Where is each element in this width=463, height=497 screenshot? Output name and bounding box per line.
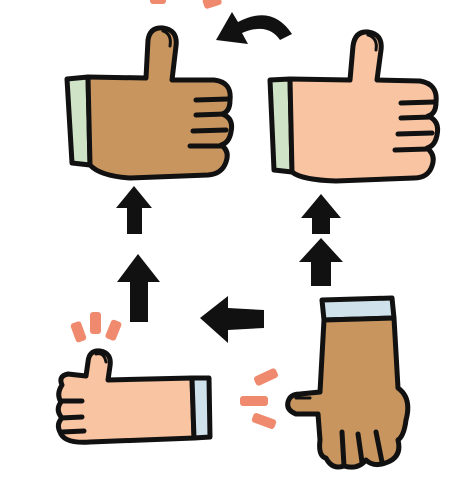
motion-dash-icon [70,312,122,343]
light-thumbs-up-hand [270,32,438,181]
arrow-up-icon [116,186,152,234]
hand-pointing-down-icon [288,298,408,467]
small-light-thumbs-up-hand [58,351,210,442]
arrow-up-icon [117,254,160,322]
dark-thumbs-up-hand [67,28,232,178]
arrow-left-icon [200,296,264,343]
dark-hand-pointing-down [288,298,408,467]
motion-dash-icon [240,367,279,429]
arrow-up-icon [301,194,341,234]
thumbs-up-icon [67,28,232,178]
arrow-up-icon [299,238,343,286]
thumbs-up-icon [58,351,210,442]
motion-dash-icon [150,0,222,9]
curved-arrow-left-icon [216,12,292,44]
thumbs-up-icon [270,32,438,181]
